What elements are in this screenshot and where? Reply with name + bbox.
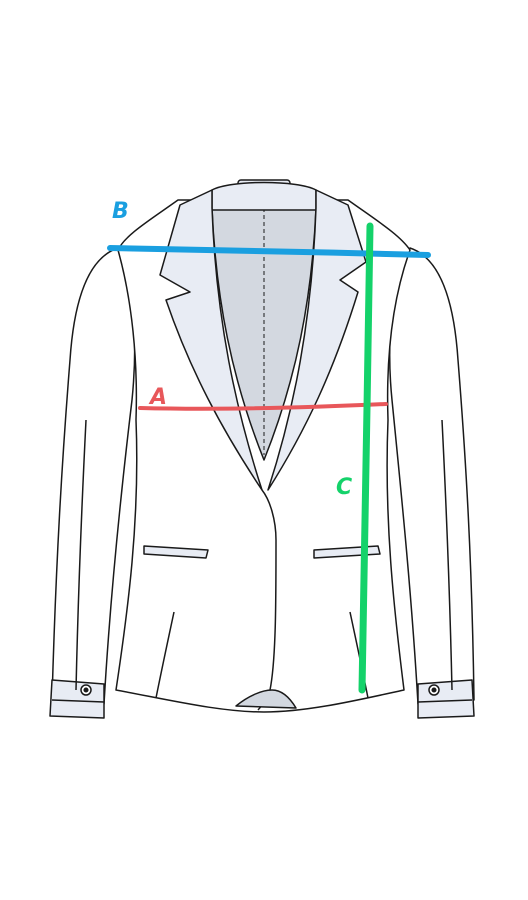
left-lapel [159, 189, 263, 491]
measurement-label-c: C [336, 475, 352, 500]
right-lapel [267, 189, 367, 491]
measurement-line-a [138, 402, 388, 411]
right-cuff [417, 679, 475, 719]
right-sleeve [389, 247, 475, 705]
measurement-lines [107, 222, 431, 694]
measurement-label-a: A [148, 385, 167, 410]
jacket-drawing [49, 179, 475, 719]
left-pocket [143, 545, 209, 559]
measurement-label-b: B [112, 199, 129, 224]
left-cuff [49, 679, 105, 719]
left-sleeve [51, 247, 136, 705]
measurement-line-b [107, 245, 431, 258]
measurement-line-c [358, 222, 374, 694]
